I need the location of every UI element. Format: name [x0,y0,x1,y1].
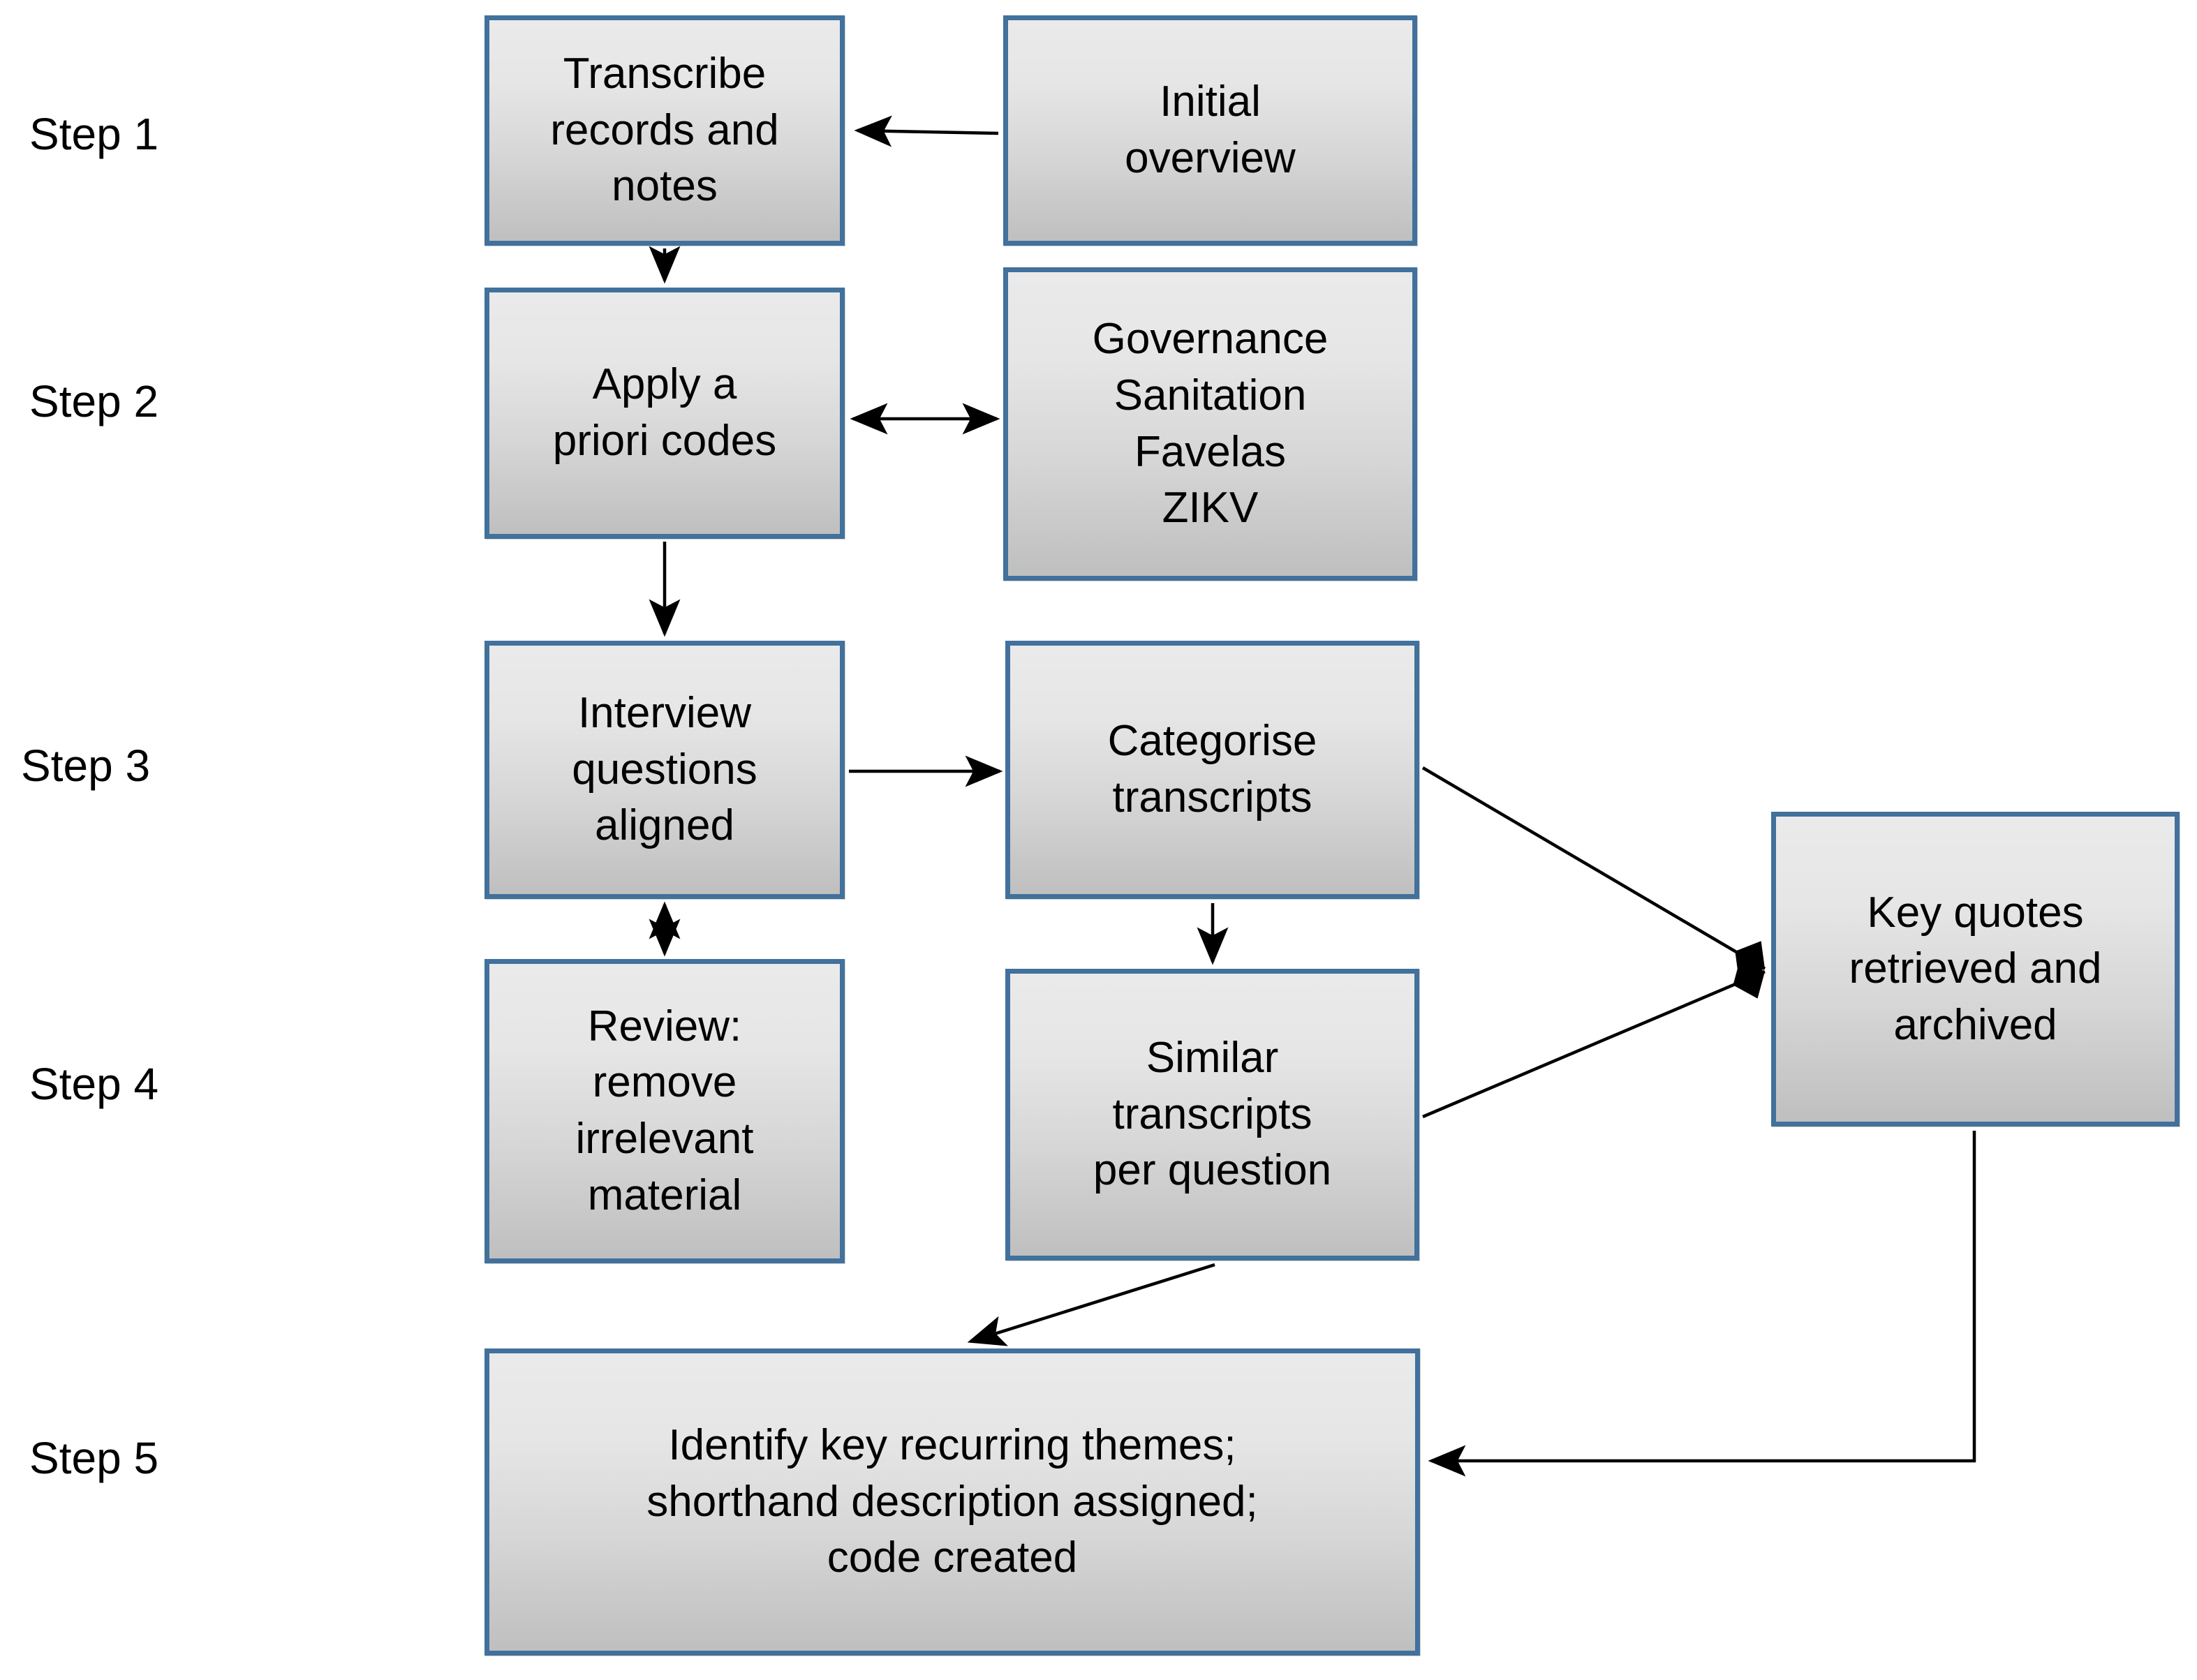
node-apply-a-priori-codes[interactable]: Apply a priori codes [484,288,845,539]
node-identify-key-recurring-themes-label: Identify key recurring themes; shorthand… [646,1421,1258,1582]
step-label-4: Step 4 [29,1059,159,1109]
connector-key-quotes-to-identify-themes [1428,1131,1976,1477]
step-label-2: Step 2 [29,376,159,426]
node-initial-overview-label: Initial overview [1125,77,1296,182]
step-label-5: Step 5 [29,1433,159,1483]
node-similar-transcripts-per-question-label: Similar transcripts per question [1093,1034,1332,1195]
node-similar-transcripts-per-question[interactable]: Similar transcripts per question [1005,969,1419,1261]
node-review-remove-irrelevant-material-label: Review: remove irrelevant material [575,1002,754,1219]
node-identify-key-recurring-themes[interactable]: Identify key recurring themes; shorthand… [484,1348,1420,1656]
node-initial-overview[interactable]: Initial overview [1003,15,1417,246]
connector-similar-transcripts-to-key-quotes [1422,958,1766,1119]
node-key-quotes-retrieved-archived-label: Key quotes retrieved and archived [1849,888,2102,1049]
node-transcribe-records[interactable]: Transcribe records and notes [484,15,845,246]
connector-categorise-to-key-quotes [1421,766,1766,979]
step-label-3: Step 3 [21,741,151,791]
node-transcribe-records-label: Transcribe records and notes [550,50,779,211]
node-a-priori-code-list-label: Governance Sanitation Favelas ZIKV [1092,315,1329,533]
node-interview-questions-aligned-label: Interview questions aligned [572,689,757,850]
connector-similar-transcripts-to-identify-themes [967,1263,1215,1346]
node-apply-a-priori-codes-label: Apply a priori codes [552,360,777,465]
node-interview-questions-aligned[interactable]: Interview questions aligned [484,641,845,899]
node-categorise-transcripts-label: Categorise transcripts [1107,717,1317,822]
node-a-priori-code-list[interactable]: Governance Sanitation Favelas ZIKV [1003,267,1417,581]
node-categorise-transcripts[interactable]: Categorise transcripts [1005,641,1419,899]
node-key-quotes-retrieved-archived[interactable]: Key quotes retrieved and archived [1771,812,2180,1127]
node-review-remove-irrelevant-material[interactable]: Review: remove irrelevant material [484,959,845,1263]
connector-initial-overview-to-transcribe [854,115,999,147]
step-label-1: Step 1 [29,109,159,159]
